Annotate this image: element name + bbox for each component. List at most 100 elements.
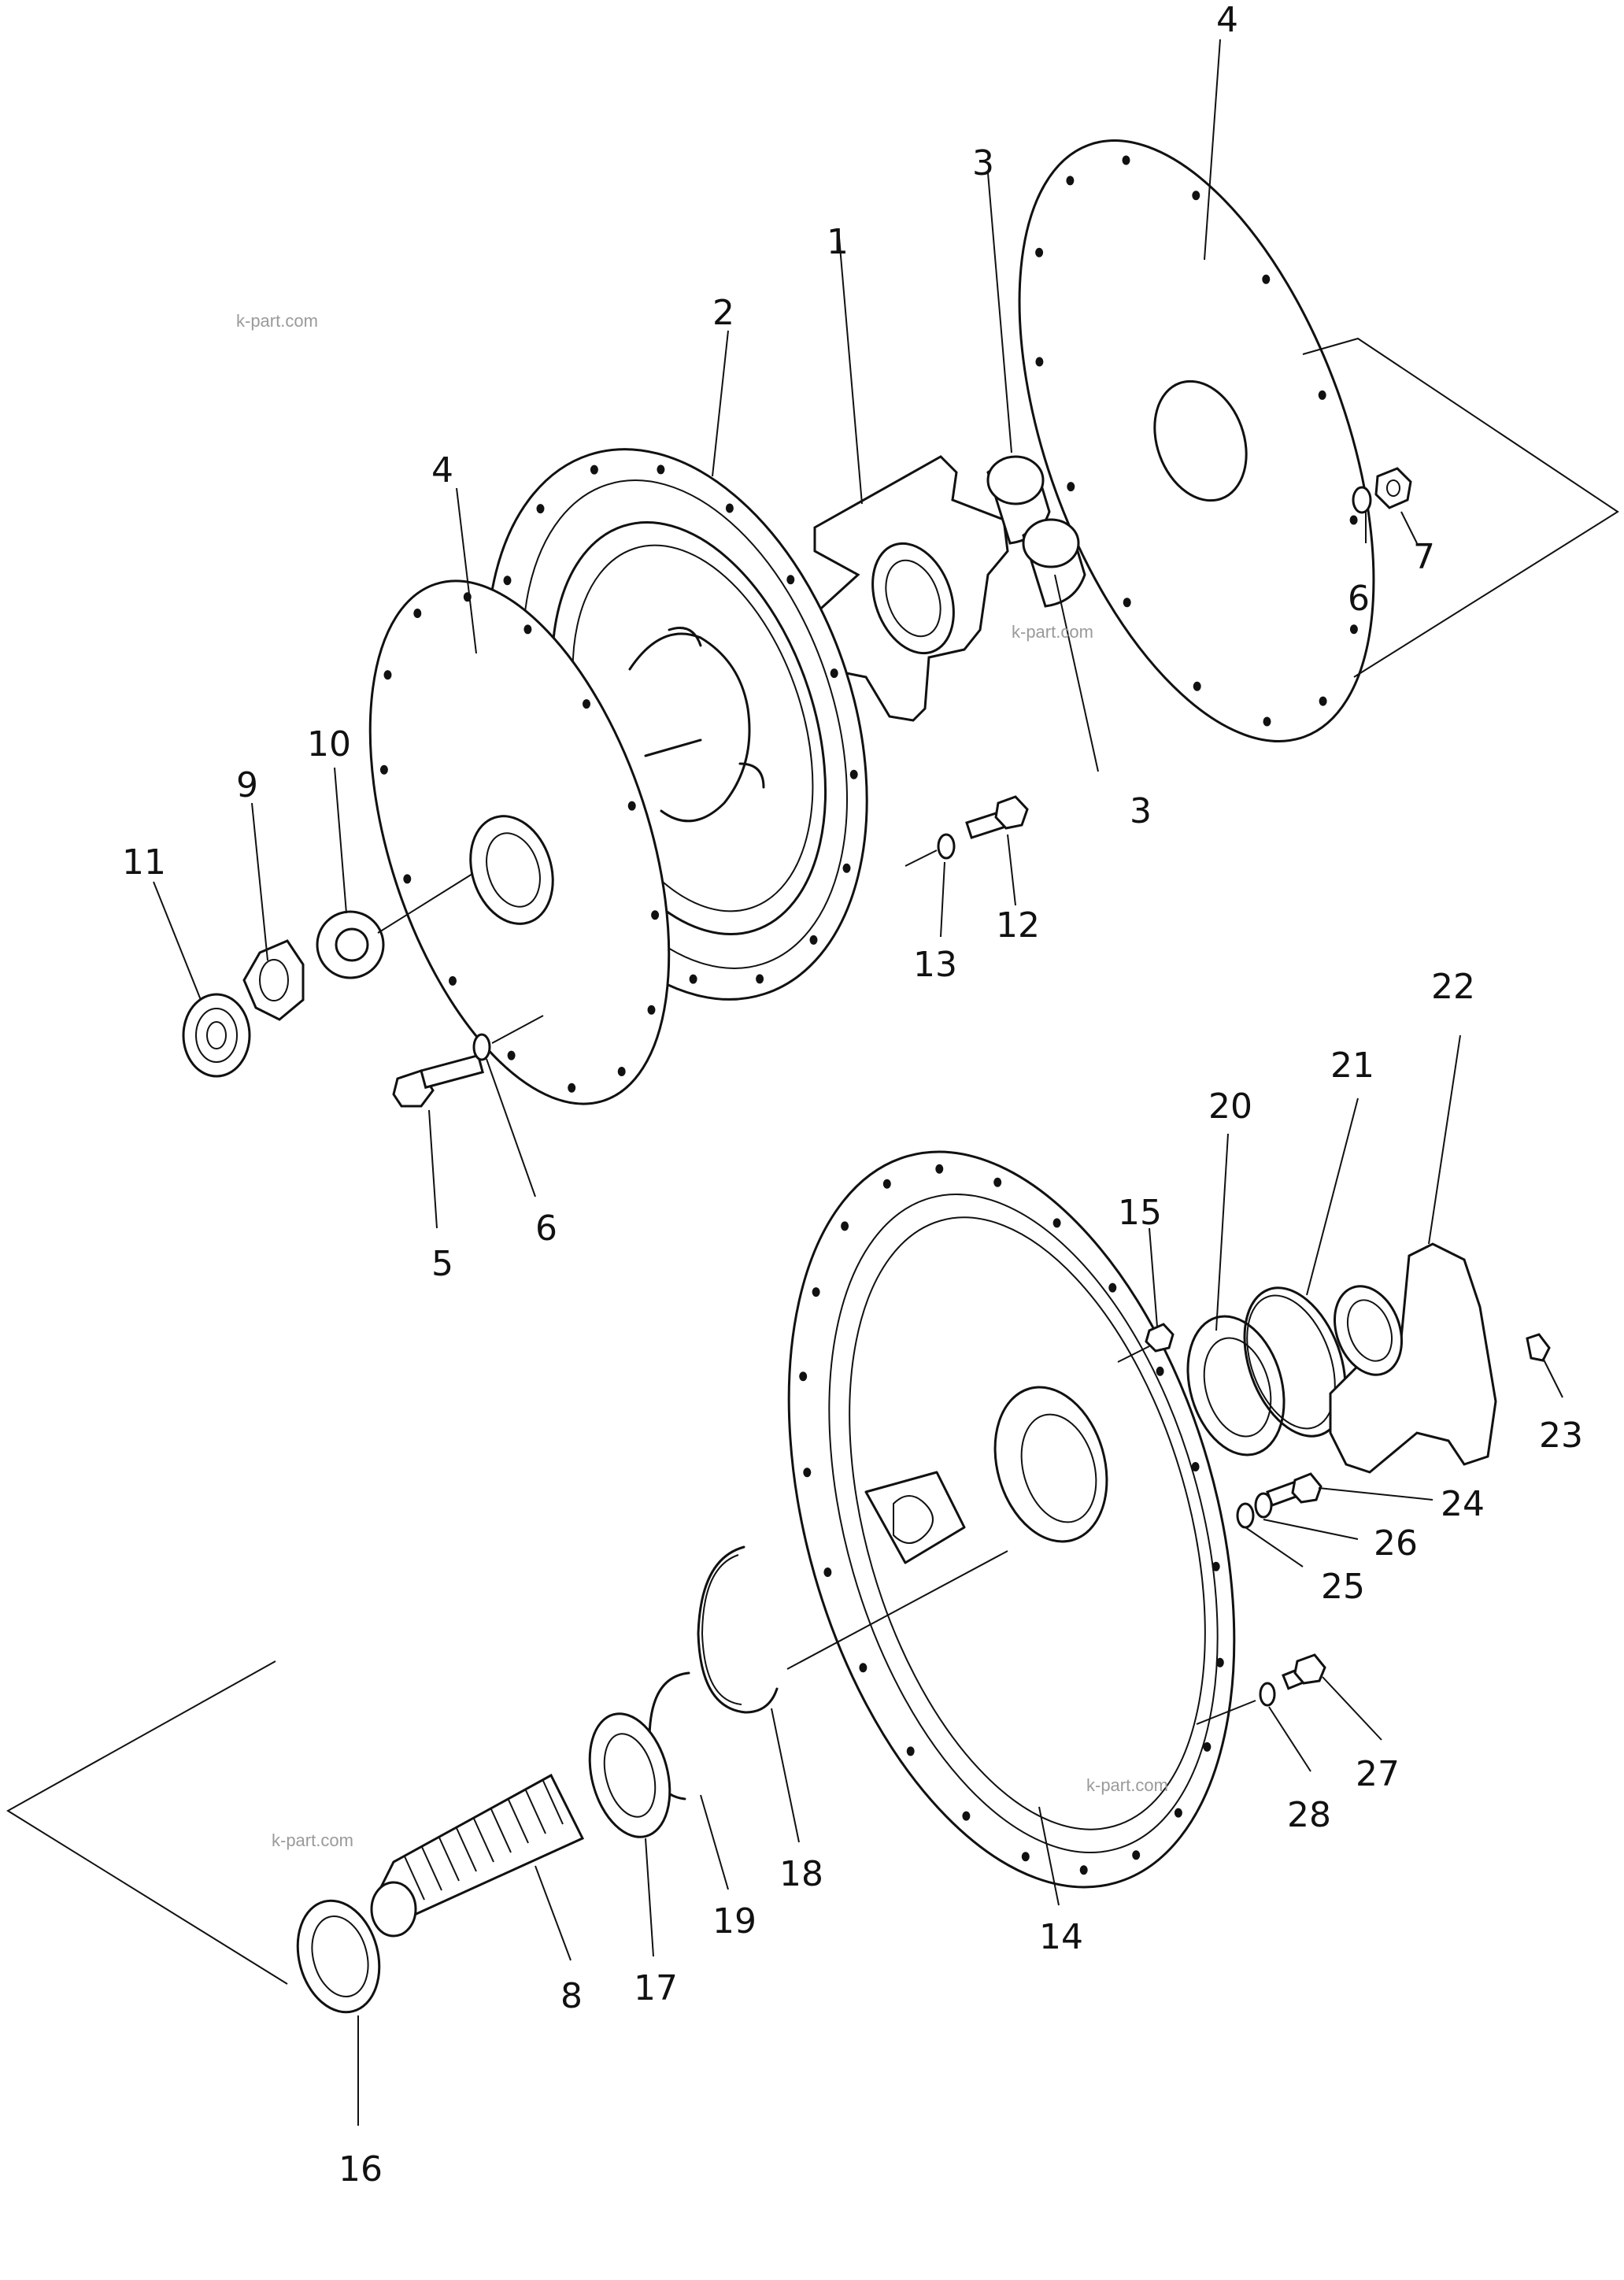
callout-3-bottom: 3	[1130, 791, 1152, 831]
bolt-hole	[1193, 681, 1201, 691]
callout-11: 11	[122, 842, 166, 883]
bolt-hole	[1319, 696, 1327, 706]
callout-24: 24	[1441, 1484, 1485, 1524]
bolt-hole	[1191, 1462, 1200, 1471]
shaft-spline	[525, 1790, 546, 1834]
front-small-parts	[182, 873, 473, 1078]
bolt-hole	[379, 764, 388, 775]
bolt-hole	[859, 1663, 867, 1673]
bolt-hole	[1215, 1657, 1224, 1667]
bolt-hole	[1035, 247, 1044, 257]
shaft-spline	[421, 1846, 442, 1891]
bolt-hole	[1021, 1852, 1030, 1862]
bolt-hole	[507, 1050, 516, 1060]
callout-12: 12	[996, 905, 1040, 946]
bolt-hole	[1132, 1850, 1141, 1860]
callout-1: 1	[827, 222, 849, 262]
flywheel-housing	[786, 1150, 1236, 1889]
shaft-spline	[508, 1799, 529, 1844]
housing-bolt	[904, 795, 1029, 867]
callout-15: 15	[1118, 1193, 1162, 1233]
bolt-hole	[1349, 515, 1358, 525]
watermark-bottom-center: k-part.com	[1086, 1775, 1168, 1795]
rear-seal-group	[1145, 1286, 1347, 1456]
callout-26: 26	[1374, 1523, 1418, 1564]
callout-22: 22	[1431, 967, 1475, 1007]
bolt-hole	[935, 1164, 944, 1174]
callout-9: 9	[236, 765, 258, 805]
shaft-group	[6, 1545, 779, 2014]
bolt-hole	[1122, 155, 1130, 165]
bolt-hole	[849, 769, 858, 779]
bolt-hole	[841, 1221, 849, 1231]
bolt-hole	[725, 503, 734, 513]
bolt-hole	[647, 1005, 656, 1015]
callout-10: 10	[307, 724, 351, 764]
watermark-top-left: k-part.com	[236, 311, 318, 331]
bolt-hole	[590, 465, 598, 475]
leader-lines	[153, 39, 1563, 2126]
bolt-hole	[1262, 274, 1271, 284]
callout-14: 14	[1039, 1917, 1083, 1957]
callout-27: 27	[1356, 1754, 1400, 1794]
callout-labels: 1 2 3 3 4 4 5 6 6 7 8 9 10 11 12 13 14 1…	[122, 0, 1583, 2189]
bolt-hole	[1123, 598, 1131, 608]
shaft-spline	[473, 1818, 494, 1863]
callout-13: 13	[913, 945, 957, 985]
bolt-hole	[906, 1746, 915, 1756]
bolt-hole	[523, 624, 532, 635]
front-bolt	[392, 1015, 544, 1108]
callout-19: 19	[712, 1901, 757, 1941]
bolt-hole	[657, 465, 665, 475]
bolt-hole	[1035, 357, 1044, 367]
bolt-hole	[882, 1179, 891, 1189]
bolt-hole	[1156, 1366, 1164, 1376]
watermark-top-center: k-part.com	[1012, 622, 1093, 642]
shaft-spline	[542, 1780, 564, 1825]
shaft-spline	[490, 1808, 512, 1853]
callout-16: 16	[338, 2149, 383, 2189]
bolt-hole	[1052, 1218, 1061, 1228]
bolt-hole	[413, 609, 422, 618]
bolt-hole	[1212, 1561, 1220, 1571]
callout-4-top: 4	[1216, 0, 1238, 40]
watermark-bottom-left: k-part.com	[272, 1830, 353, 1850]
callout-20: 20	[1208, 1086, 1252, 1127]
bolt-hole	[689, 974, 697, 984]
callout-25: 25	[1321, 1567, 1365, 1607]
callout-4-left: 4	[431, 450, 453, 490]
bolt-hole	[1349, 624, 1358, 635]
bolt-hole	[799, 1371, 808, 1382]
bolt-hole	[830, 668, 838, 679]
bolt-hole	[1174, 1808, 1182, 1818]
yoke	[1329, 1242, 1551, 1474]
bolt-hole	[756, 974, 764, 984]
bolt-hole	[568, 1083, 576, 1093]
bolt-hole	[1079, 1865, 1088, 1875]
bolt-hole	[1203, 1741, 1212, 1752]
callout-8: 8	[560, 1976, 583, 2016]
bolt-hole	[823, 1568, 832, 1577]
callout-7: 7	[1413, 537, 1435, 577]
bolt-hole	[809, 935, 818, 945]
disc-nut	[1352, 467, 1412, 514]
bolt-hole	[383, 670, 392, 680]
bolt-hole	[1192, 191, 1200, 201]
bolt-hole	[786, 575, 795, 585]
callout-3-top: 3	[972, 143, 994, 183]
callout-23: 23	[1539, 1416, 1583, 1456]
bolt-hole	[503, 576, 512, 586]
bolt-hole	[962, 1811, 971, 1821]
callout-6-right: 6	[1348, 579, 1370, 619]
bolt-hole	[583, 699, 590, 709]
shaft-spline	[404, 1856, 425, 1901]
bolt-hole	[1067, 482, 1075, 492]
bolt-hole	[842, 863, 851, 873]
bolt-hole	[1066, 176, 1075, 186]
bolt-hole	[803, 1468, 812, 1478]
shaft-spline	[456, 1827, 477, 1872]
rear-flex-disc	[1018, 139, 1619, 742]
front-flex-disc	[368, 579, 671, 1105]
callout-18: 18	[779, 1854, 823, 1894]
